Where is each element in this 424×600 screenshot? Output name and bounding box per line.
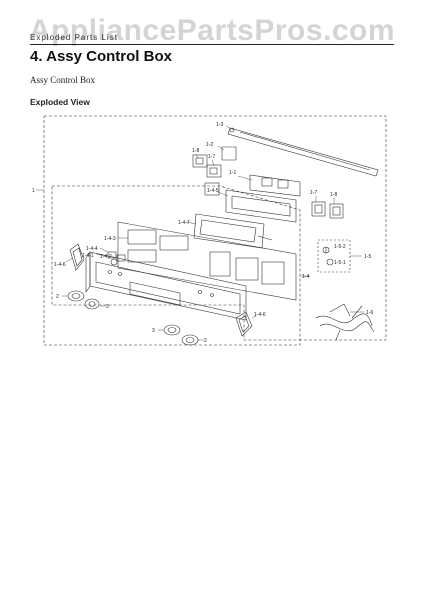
watermark: AppliancePartsPros.com: [28, 14, 396, 47]
callout-2-right: 2: [204, 338, 207, 344]
wire-harness: [315, 303, 375, 341]
callout-1-4-4: 1-4-4: [86, 246, 98, 252]
display-frame: [225, 189, 297, 223]
main-pcb: [249, 174, 301, 197]
exploded-view-label: Exploded View: [30, 97, 90, 107]
section-subtitle: Assy Control Box: [30, 75, 96, 85]
callout-1-5: 1-5: [364, 254, 371, 260]
callout-1-5-2: 1-5-2: [334, 244, 346, 250]
callout-1: 1: [32, 188, 35, 194]
callout-1-4-5: 1-4-5: [207, 188, 219, 194]
callout-1-4-7: 1-4-7: [178, 220, 190, 226]
trim-strip: [227, 127, 379, 177]
header-rule: [30, 44, 394, 45]
callout-1-8-right: 1-8: [330, 192, 337, 198]
front-control-panel: [85, 251, 247, 321]
callout-1-4-6-left: 1-4-6: [54, 262, 66, 268]
header-breadcrumb: Exploded Parts List: [30, 33, 118, 42]
end-cap-left: [69, 243, 85, 271]
switch-left: [192, 154, 222, 196]
callout-1-4-1: 1-4-1: [82, 253, 94, 259]
callout-3-right: 3: [152, 328, 155, 334]
end-cap-right: [235, 311, 253, 337]
knob-group: [67, 290, 199, 346]
callout-1-4-2: 1-4-2: [100, 254, 112, 260]
callout-1-3: 1-3: [216, 122, 223, 128]
callout-2-left: 2: [56, 294, 59, 300]
section-title: 4. Assy Control Box: [30, 48, 172, 65]
callout-1-1: 1-1: [229, 170, 236, 176]
rear-panel-housing: [117, 221, 297, 301]
callout-1-8-left: 1-8: [192, 148, 199, 154]
small-knob-parts: [107, 251, 126, 266]
inner-assembly-boundary: [51, 185, 301, 341]
callout-1-2: 1-2: [206, 142, 213, 148]
callout-1-7-left: 1-7: [208, 154, 215, 160]
callout-1-6: 1-6: [366, 310, 373, 316]
screw-parts: [317, 239, 351, 273]
outer-assembly-boundary: [43, 115, 387, 346]
callout-1-7-right: 1-7: [310, 190, 317, 196]
callout-3-left: 3: [106, 304, 109, 310]
callout-1-4-3: 1-4-3: [104, 236, 116, 242]
callout-1-5-1: 1-5-1: [334, 260, 346, 266]
callout-1-4-6-right: 1-4-6: [254, 312, 266, 318]
callout-1-4: 1-4: [302, 274, 309, 280]
bracket: [221, 146, 237, 161]
switch-right: [311, 201, 344, 219]
screw-box: [317, 239, 351, 273]
